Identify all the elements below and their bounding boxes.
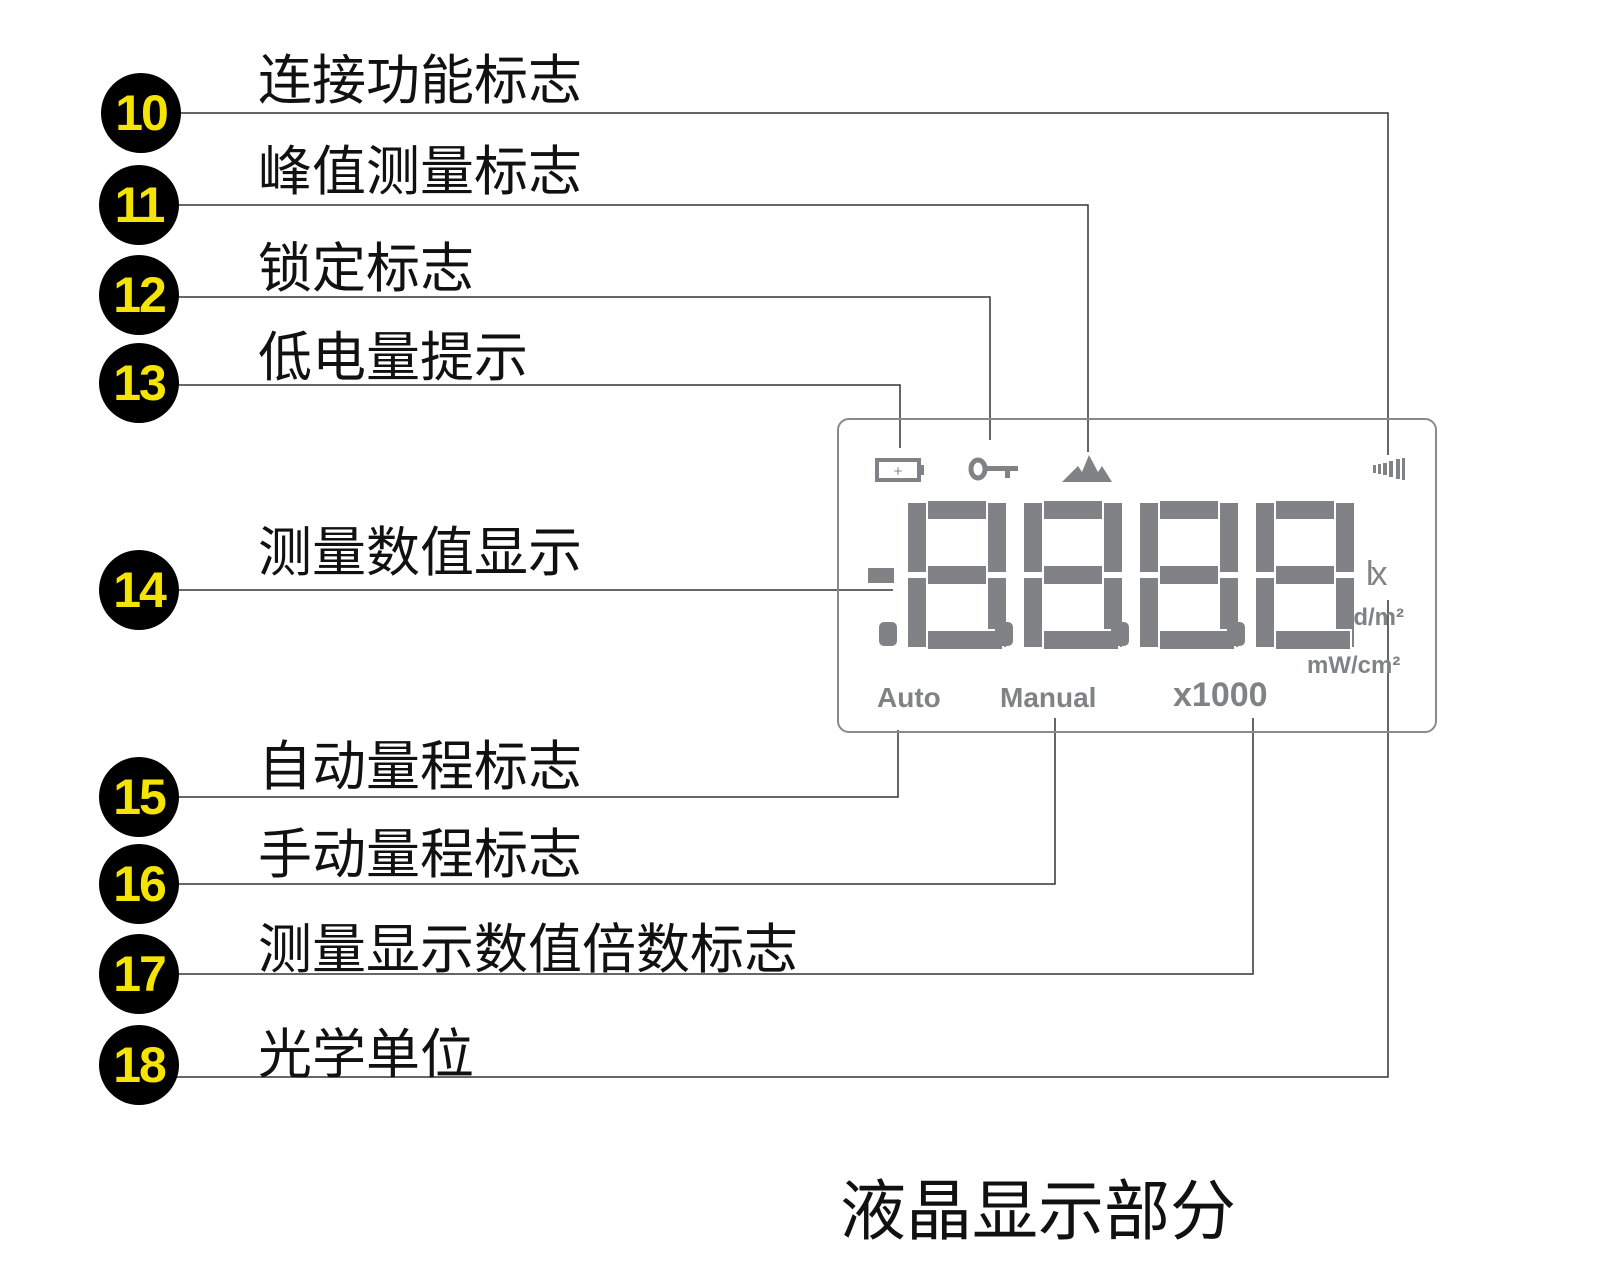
- lcd-panel: [837, 418, 1437, 733]
- callout-label-18: 光学单位: [258, 1023, 474, 1086]
- callout-label-16: 手动量程标志: [258, 823, 582, 886]
- callout-badge-11: 11: [99, 165, 179, 245]
- leader-line-10: [175, 112, 1389, 455]
- callout-label-10: 连接功能标志: [258, 49, 582, 112]
- auto-range-indicator: Auto: [877, 682, 941, 713]
- decimal-point-4: [1227, 622, 1245, 646]
- digit-1-segment-e: [906, 576, 928, 649]
- digit-2-segment-e: [1022, 576, 1044, 649]
- callout-label-12: 锁定标志: [258, 237, 474, 300]
- diagram-title: 液晶显示部分: [840, 1173, 1236, 1250]
- peak-mountain-icon: [1062, 455, 1112, 482]
- battery-icon: +: [875, 458, 924, 482]
- key-lock-icon: [968, 457, 1018, 481]
- minus-segment: [868, 568, 894, 583]
- callout-label-13: 低电量提示: [258, 326, 528, 389]
- decimal-point-2: [995, 622, 1013, 646]
- digit-1-segment-g: [926, 564, 988, 586]
- digit-3-segment-f: [1138, 501, 1160, 574]
- callout-badge-13: 13: [99, 343, 179, 423]
- unit-cd-m2: cd/m²: [1340, 604, 1405, 631]
- digit-4-segment-f: [1254, 501, 1276, 574]
- callout-badge-14: 14: [99, 550, 179, 630]
- digit-2-segment-g: [1042, 564, 1104, 586]
- digit-1-segment-f: [906, 501, 928, 574]
- digit-4-segment-e: [1254, 576, 1276, 649]
- digit-2-segment-f: [1022, 501, 1044, 574]
- manual-range-indicator: Manual: [1000, 682, 1097, 713]
- decimal-point-3: [1111, 622, 1129, 646]
- unit-mw-cm2: mW/cm²: [1307, 652, 1401, 679]
- leader-line-13: [175, 384, 901, 448]
- connection-signal-icon: [1373, 458, 1405, 480]
- leader-line-12: [175, 296, 991, 440]
- callout-badge-17: 17: [99, 934, 179, 1014]
- callout-badge-10: 10: [101, 73, 181, 153]
- callout-label-14: 测量数值显示: [258, 521, 582, 584]
- callout-badge-12: 12: [99, 255, 179, 335]
- leader-line-15: [175, 730, 899, 798]
- callout-badge-18: 18: [99, 1025, 179, 1105]
- leader-line-18: [175, 600, 1389, 1078]
- callout-badge-15: 15: [99, 757, 179, 837]
- digit-3-segment-b: [1218, 501, 1240, 574]
- digit-3-segment-e: [1138, 576, 1160, 649]
- callout-label-17: 测量显示数值倍数标志: [258, 918, 798, 981]
- digit-1-segment-b: [986, 501, 1008, 574]
- callout-label-11: 峰值测量标志: [258, 140, 582, 203]
- digit-4-segment-g: [1274, 564, 1336, 586]
- leader-line-16: [175, 718, 1056, 885]
- decimal-point-1: [879, 622, 897, 646]
- leader-line-11: [175, 204, 1089, 452]
- callout-badge-16: 16: [99, 844, 179, 924]
- svg-text:+: +: [893, 464, 903, 478]
- unit-lx: lx: [1366, 555, 1387, 593]
- digit-3-segment-g: [1158, 564, 1220, 586]
- digit-2-segment-b: [1102, 501, 1124, 574]
- leader-line-17: [175, 718, 1254, 975]
- callout-label-15: 自动量程标志: [258, 735, 582, 798]
- digit-4-segment-b: [1334, 501, 1356, 574]
- multiplier-indicator: x1000: [1173, 676, 1268, 714]
